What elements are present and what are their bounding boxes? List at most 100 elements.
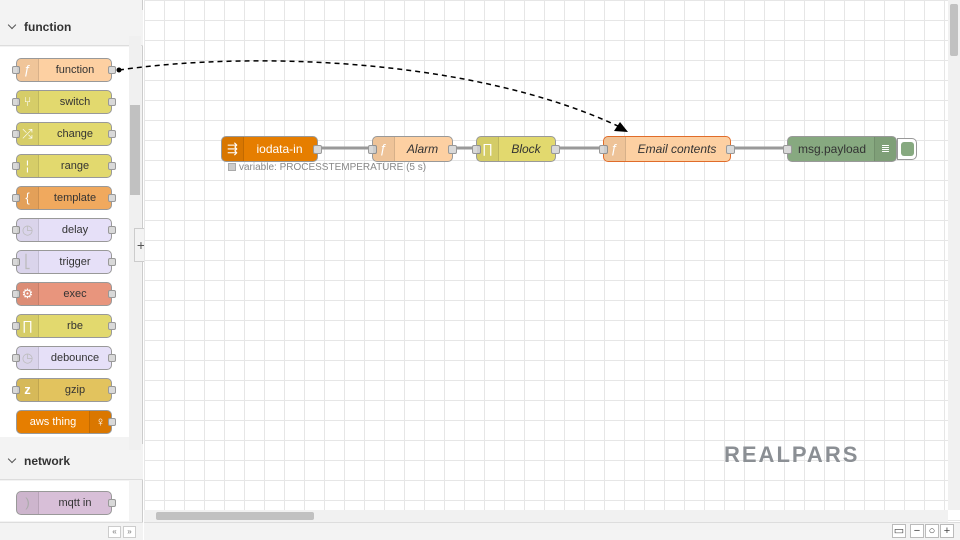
palette-node-mqtt-in[interactable]: ) mqtt in <box>16 491 116 515</box>
workspace-vertical-scrollbar[interactable] <box>948 0 960 510</box>
node-label: switch <box>59 96 91 108</box>
palette-node-trigger[interactable]: ⎣ trigger <box>12 250 116 274</box>
output-port[interactable] <box>108 226 116 234</box>
output-port[interactable] <box>108 258 116 266</box>
zoom-reset-button[interactable]: ○ <box>925 524 939 538</box>
node-label: msg.payload <box>797 142 867 156</box>
palette-node-debounce[interactable]: ◷ debounce <box>12 346 116 370</box>
palette-node-rbe[interactable]: ∏ rbe <box>12 314 116 338</box>
drag-hint-arrow <box>118 60 623 129</box>
output-port[interactable] <box>108 66 116 74</box>
output-port[interactable] <box>108 98 116 106</box>
flow-node-email-contents[interactable]: ƒ Email contents <box>599 136 735 162</box>
template-icon: { <box>17 187 39 209</box>
arrowhead-icon <box>614 122 628 132</box>
flow-node-block[interactable]: ∏ Block <box>472 136 560 162</box>
output-port[interactable] <box>108 162 116 170</box>
debug-toggle-button[interactable] <box>897 138 917 160</box>
mqtt-icon: ) <box>17 492 39 514</box>
node-label: trigger <box>59 256 91 268</box>
input-port[interactable] <box>12 162 20 170</box>
delay-icon: ◷ <box>17 219 39 241</box>
input-port[interactable] <box>12 386 20 394</box>
flow-node-msg-payload[interactable]: msg.payload ≣ <box>783 136 897 162</box>
palette-node-switch[interactable]: ⑂ switch <box>12 90 116 114</box>
flow-workspace[interactable] <box>144 0 960 522</box>
iodata-icon: ⇶ <box>222 137 244 161</box>
rbe-icon: ∏ <box>17 315 39 337</box>
range-icon: ¦ <box>17 155 39 177</box>
node-label: Alarm <box>406 142 439 156</box>
palette-node-change[interactable]: ⤮ change <box>12 122 116 146</box>
node-label: range <box>60 160 90 172</box>
output-port[interactable] <box>108 130 116 138</box>
input-port[interactable] <box>12 258 20 266</box>
output-port[interactable] <box>313 145 322 154</box>
zoom-in-button[interactable]: + <box>940 524 954 538</box>
input-port[interactable] <box>12 322 20 330</box>
node-label: mqtt in <box>58 497 92 509</box>
function-icon: ƒ <box>604 137 626 161</box>
palette-node-range[interactable]: ¦ range <box>12 154 116 178</box>
collapse-all-button[interactable]: « <box>108 526 121 538</box>
palette-node-exec[interactable]: ⚙ exec <box>12 282 116 306</box>
input-port[interactable] <box>368 145 377 154</box>
node-label: function <box>55 64 95 76</box>
debug-icon: ≣ <box>874 137 896 161</box>
horizontal-scrollbar-thumb[interactable] <box>156 512 314 520</box>
output-port[interactable] <box>108 499 116 507</box>
palette-category-function[interactable]: function <box>0 10 143 46</box>
flow-node-iodata-in[interactable]: ⇶ iodata-in <box>221 136 322 162</box>
node-label: debounce <box>50 352 100 364</box>
zoom-out-button[interactable]: − <box>910 524 924 538</box>
palette-node-template[interactable]: { template <box>12 186 116 210</box>
output-port[interactable] <box>448 145 457 154</box>
node-label: rbe <box>67 320 83 332</box>
node-label: gzip <box>64 384 86 396</box>
output-port[interactable] <box>108 354 116 362</box>
output-port[interactable] <box>108 290 116 298</box>
input-port[interactable] <box>12 226 20 234</box>
function-icon: ƒ <box>17 59 39 81</box>
function-icon: ƒ <box>373 137 395 161</box>
trigger-icon: ⎣ <box>17 251 39 273</box>
flow-node-alarm[interactable]: ƒ Alarm <box>368 136 457 162</box>
output-port[interactable] <box>108 386 116 394</box>
output-port[interactable] <box>108 194 116 202</box>
status-dot-icon <box>228 163 236 171</box>
input-port[interactable] <box>599 145 608 154</box>
palette-node-function[interactable]: ƒ function <box>12 58 116 82</box>
input-port[interactable] <box>12 98 20 106</box>
palette-node-aws-thing[interactable]: aws thing ♀ <box>16 410 116 434</box>
input-port[interactable] <box>12 354 20 362</box>
output-port[interactable] <box>726 145 735 154</box>
expand-all-button[interactable]: » <box>123 526 136 538</box>
switch-icon: ⑂ <box>17 91 39 113</box>
vertical-scrollbar-thumb[interactable] <box>950 4 958 56</box>
output-port[interactable] <box>108 418 116 426</box>
palette-network-nodes: ) mqtt in <box>0 481 129 521</box>
input-port[interactable] <box>12 194 20 202</box>
lightbulb-icon: ♀ <box>89 411 111 433</box>
navigator-map-button[interactable]: ▭ <box>892 524 906 538</box>
palette-category-network[interactable]: network <box>0 444 143 480</box>
node-label: delay <box>61 224 89 236</box>
input-port[interactable] <box>12 290 20 298</box>
input-port[interactable] <box>472 145 481 154</box>
palette-function-nodes: ƒ function ⑂ switch ⤮ change ¦ range { t… <box>0 47 129 437</box>
input-port[interactable] <box>783 145 792 154</box>
change-icon: ⤮ <box>17 123 39 145</box>
workspace-horizontal-scrollbar[interactable] <box>144 510 948 522</box>
input-port[interactable] <box>12 130 20 138</box>
palette-scrollbar-thumb[interactable] <box>130 105 140 195</box>
output-port[interactable] <box>551 145 560 154</box>
palette-node-delay[interactable]: ◷ delay <box>12 218 116 242</box>
output-port[interactable] <box>108 322 116 330</box>
node-label: iodata-in <box>256 142 303 156</box>
debounce-icon: ◷ <box>17 347 39 369</box>
node-label: aws thing <box>29 416 77 428</box>
gzip-icon: z <box>17 379 39 401</box>
workspace-footer <box>144 522 960 540</box>
input-port[interactable] <box>12 66 20 74</box>
palette-node-gzip[interactable]: z gzip <box>12 378 116 402</box>
